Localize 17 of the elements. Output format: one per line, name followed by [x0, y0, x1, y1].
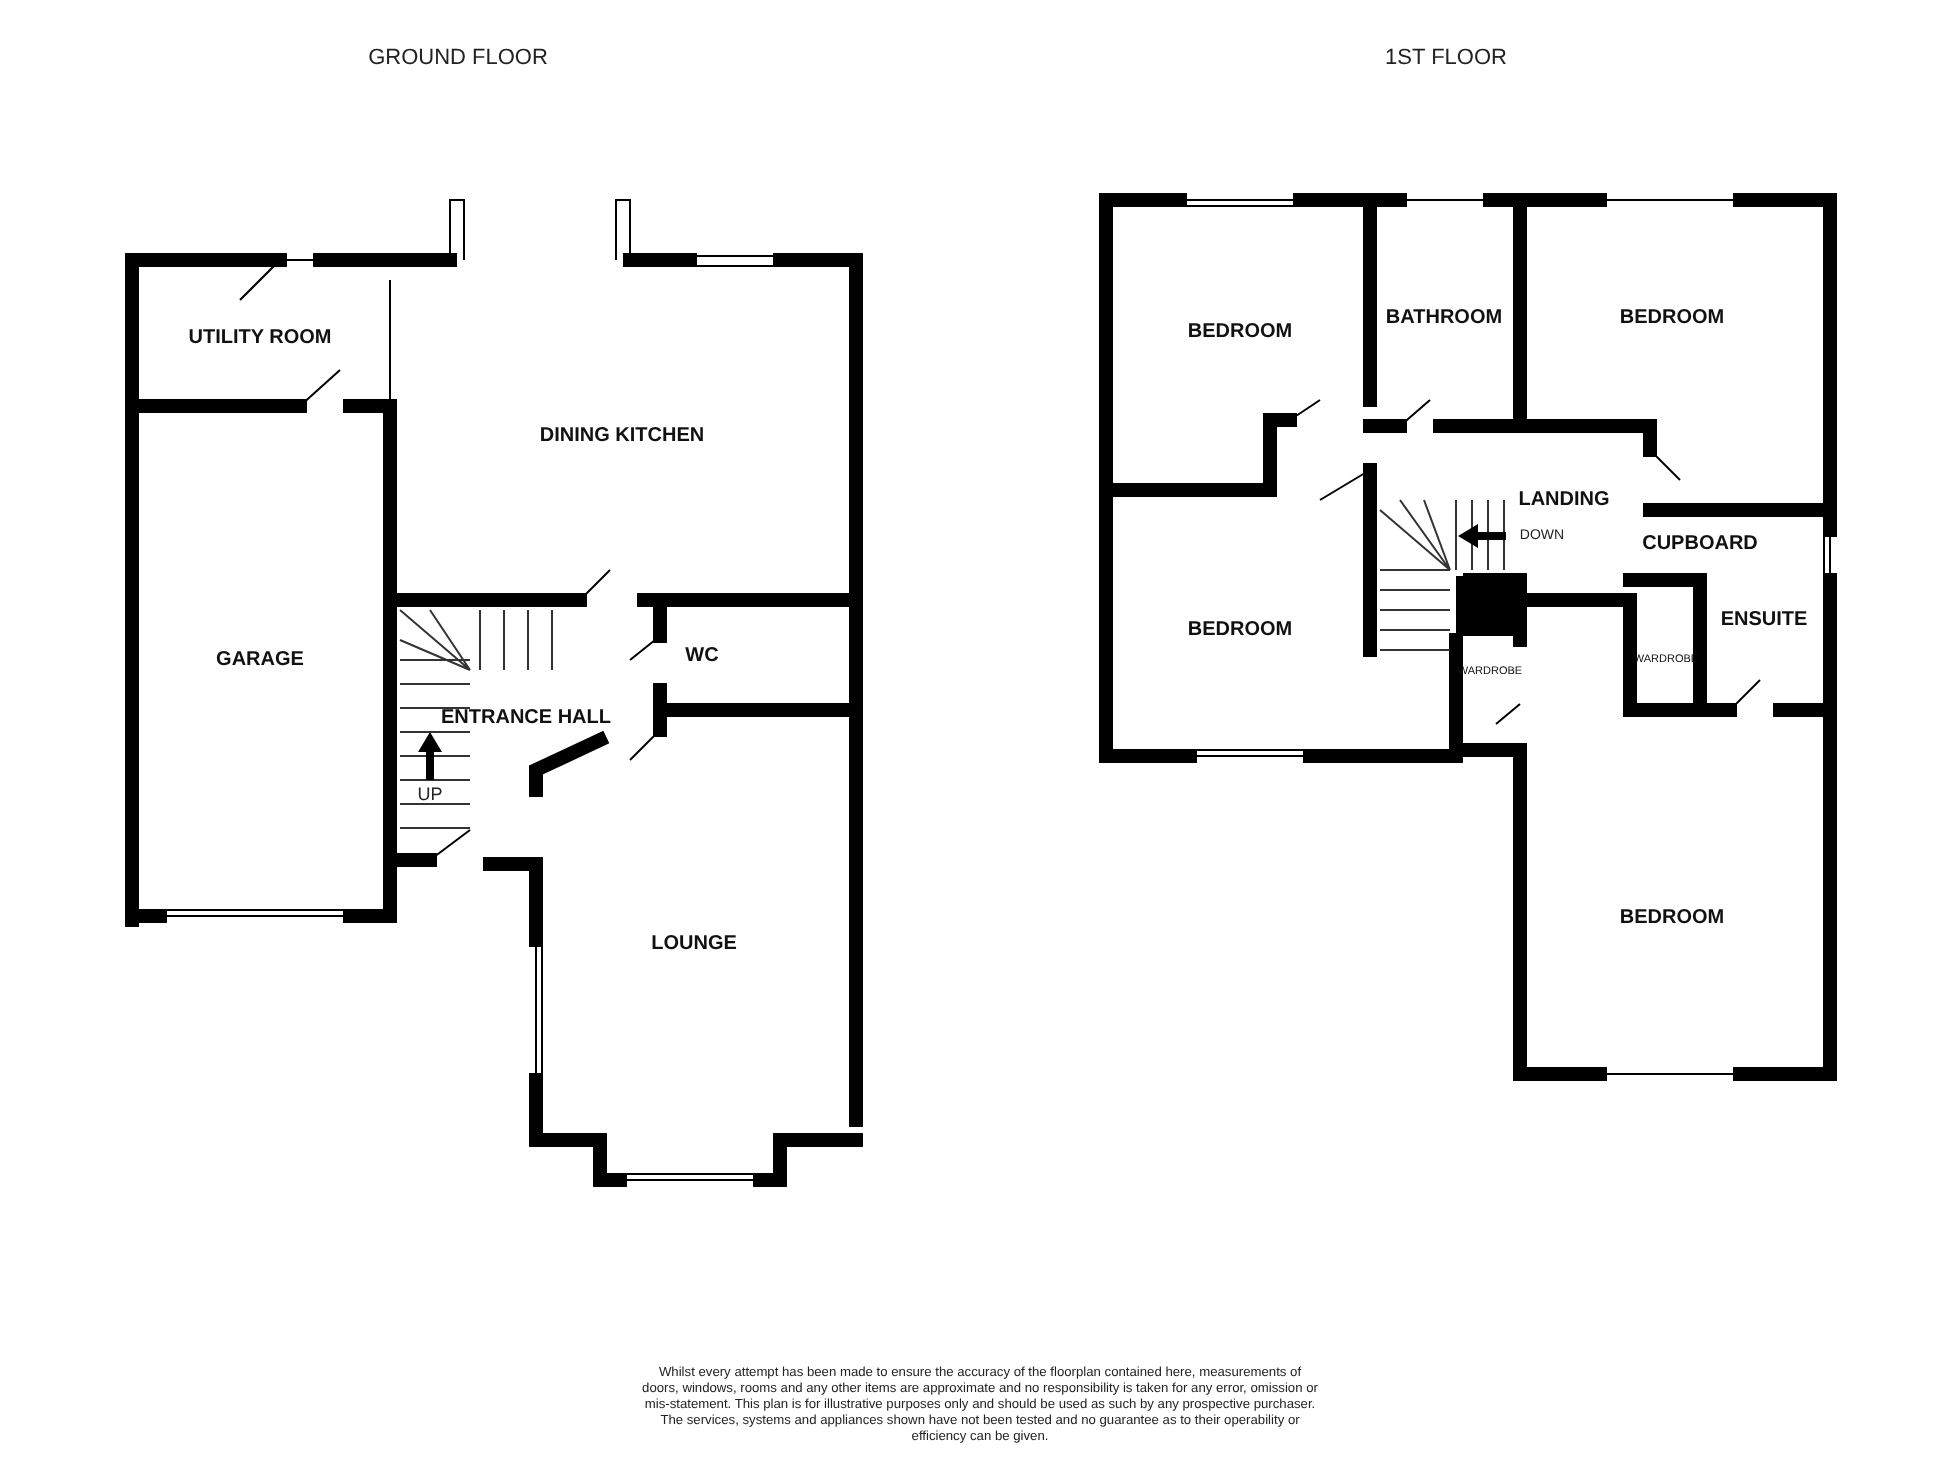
room-label: GARAGE [216, 649, 304, 671]
room-label: LOUNGE [651, 933, 737, 955]
room-label: WC [685, 645, 719, 667]
room-label: ENTRANCE HALL [441, 707, 611, 729]
room-label: UTILITY ROOM [188, 327, 332, 349]
room-label: ENSUITE [1720, 609, 1808, 631]
room-label: LANDING [1518, 489, 1610, 511]
stairs-label: UP [417, 784, 443, 804]
floor-heading: 1ST FLOOR [1385, 46, 1507, 70]
room-label: BEDROOM [1187, 321, 1293, 343]
room-label: DINING KITCHEN [539, 425, 705, 447]
room-label: CUPBOARD [1642, 533, 1758, 555]
room-label: BEDROOM [1619, 907, 1725, 929]
room-label: BEDROOM [1619, 307, 1725, 329]
room-label: BEDROOM [1187, 619, 1293, 641]
floor-heading: GROUND FLOOR [368, 46, 548, 70]
room-label: BATHROOM [1385, 307, 1503, 329]
